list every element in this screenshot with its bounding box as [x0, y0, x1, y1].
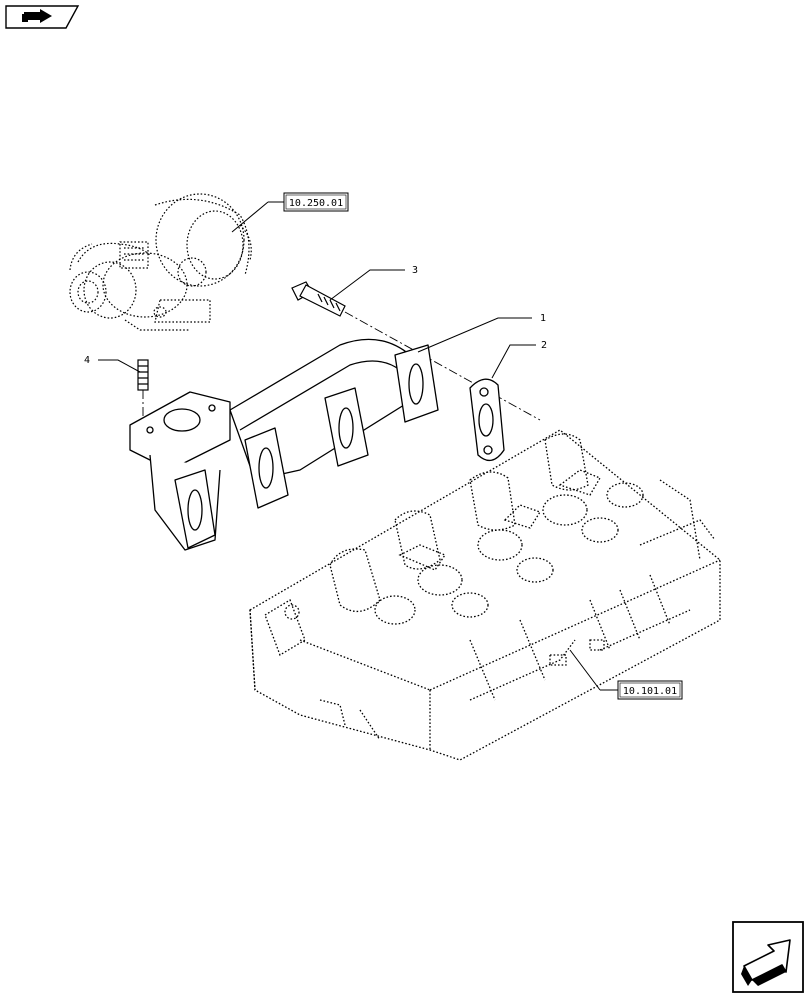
screw-callout-number: 3 [412, 265, 418, 276]
manifold-callout-number: 1 [540, 313, 546, 324]
gasket-callout-number: 2 [541, 340, 547, 351]
screw-axis [344, 311, 541, 421]
stud-part[interactable] [137, 359, 149, 391]
turbocharger-reference[interactable]: 10.250.01 [231, 192, 349, 233]
stud-callout-number: 4 [84, 355, 90, 366]
gasket-callout: 2 [491, 340, 547, 379]
next-page-icon[interactable] [732, 921, 804, 993]
manifold-callout: 1 [417, 313, 546, 353]
gasket-part[interactable] [469, 378, 505, 462]
cylinder-head-reference[interactable]: 10.101.01 [569, 649, 683, 700]
cylinder-head-reference-label: 10.101.01 [623, 686, 677, 697]
screw-callout: 3 [329, 265, 418, 301]
turbocharger-illustration [69, 193, 252, 331]
stud-callout: 4 [84, 355, 141, 373]
turbocharger-reference-label: 10.250.01 [289, 198, 343, 209]
screw-part[interactable] [291, 281, 346, 317]
previous-page-icon[interactable] [5, 5, 80, 29]
exhaust-manifold-part[interactable] [129, 338, 439, 551]
cylinder-head-illustration [249, 429, 721, 761]
